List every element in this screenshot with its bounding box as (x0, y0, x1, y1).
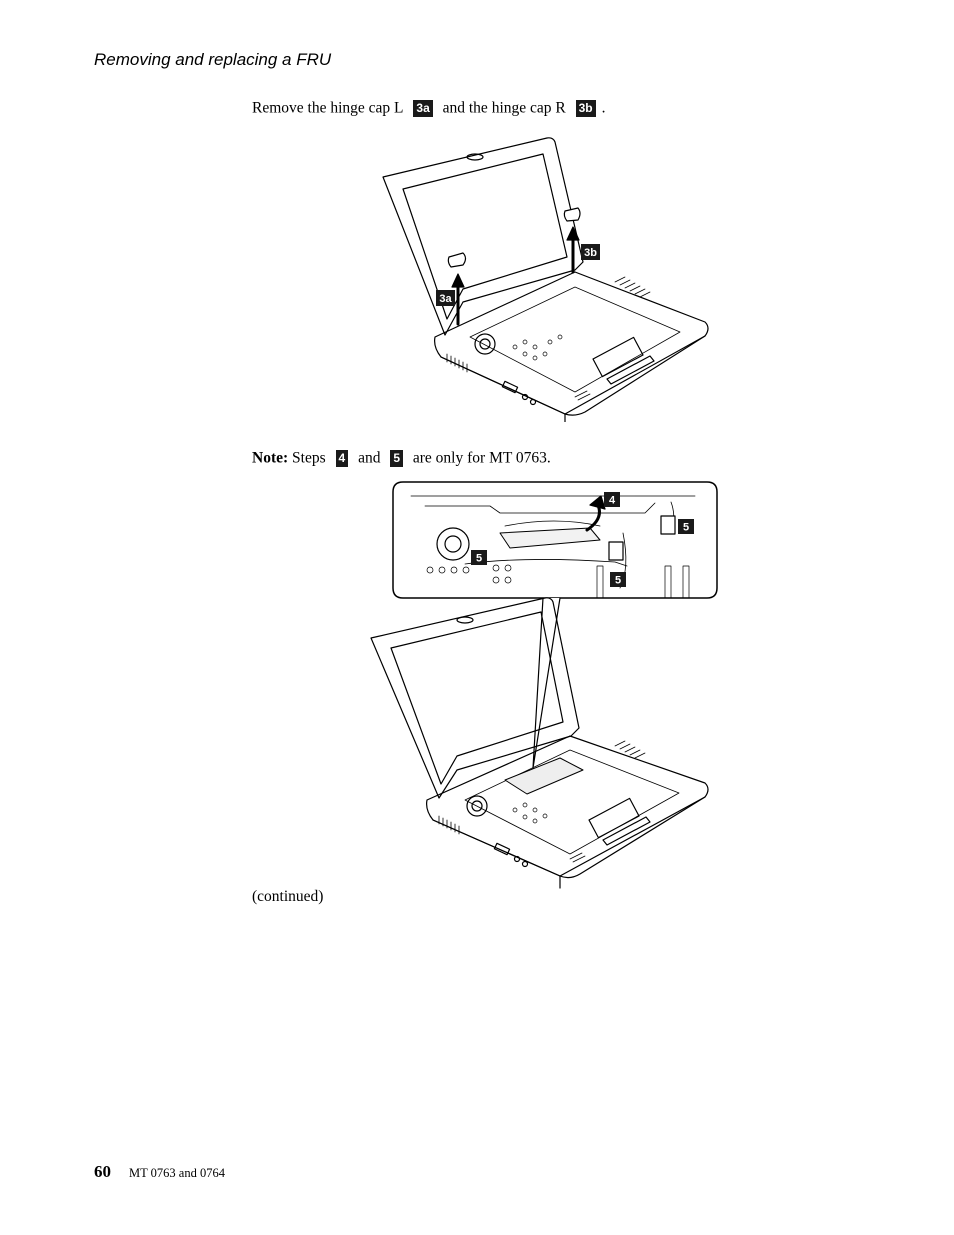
cable-routing-illustration: 4 5 5 5 (370, 481, 718, 889)
step-instruction: Remove the hinge cap L 3a and the hinge … (252, 99, 606, 117)
step-text-c: . (601, 99, 606, 117)
laptop2-screen (390, 611, 564, 785)
callout-3a-badge: 3a (413, 99, 433, 117)
webcam-icon (466, 153, 484, 161)
callout-4-badge: 4 (335, 449, 349, 467)
vent-grille (446, 276, 651, 373)
detail-inset-frame (392, 481, 718, 599)
lid-screen (402, 153, 568, 320)
screw-holes (512, 334, 563, 361)
continued-text: (continued) (252, 888, 324, 905)
laptop-base (434, 271, 709, 416)
callout-5-label-left: 5 (476, 553, 482, 565)
callout-3b-label: 3b (584, 247, 597, 259)
callout-5-label-bottom: 5 (615, 575, 621, 587)
hinge-cap-right-icon (563, 207, 581, 222)
callout-4-label: 4 (609, 495, 616, 507)
cover-plate (504, 757, 584, 795)
port-icon (501, 380, 519, 394)
webcam2-icon (456, 616, 474, 624)
note-text-c: are only for MT 0763. (412, 449, 551, 467)
note-text-a: Steps (292, 449, 326, 467)
step-text-a: Remove the hinge cap L (252, 99, 404, 117)
fan-icon (474, 333, 496, 355)
step-text-b: and the hinge cap R (442, 99, 566, 117)
note-label: Note: (252, 449, 289, 467)
palmrest-outline (469, 286, 681, 393)
section-header: Removing and replacing a FRU (94, 50, 332, 69)
laptop-lid (382, 137, 584, 336)
hinge-cap-left-icon (447, 252, 467, 268)
inset-connector-strip (596, 565, 690, 599)
callout-5-badge: 5 (390, 449, 404, 467)
note-text-b: and (358, 449, 381, 467)
callout-5-label-right: 5 (683, 522, 689, 534)
hinge-cap-illustration: 3a 3b (382, 137, 709, 422)
touchpad (592, 336, 644, 378)
note-paragraph: Note: Steps 4 and 5 are only for MT 0763… (252, 449, 551, 467)
inset-screw-holes (426, 564, 512, 584)
cable-ribbon (499, 527, 601, 549)
touchpad-buttons (606, 355, 655, 385)
page-number: 60 (94, 1162, 111, 1181)
fan2-icon (466, 795, 488, 817)
laptop2-lid (370, 597, 580, 799)
laptop2-base (426, 735, 709, 879)
footer-model-text: MT 0763 and 0764 (129, 1166, 225, 1180)
callout-3b-badge: 3b (575, 99, 596, 117)
page-footer: 60 MT 0763 and 0764 (94, 1162, 225, 1182)
callout-3a-label: 3a (439, 293, 452, 305)
inset-fan-icon (436, 527, 470, 561)
